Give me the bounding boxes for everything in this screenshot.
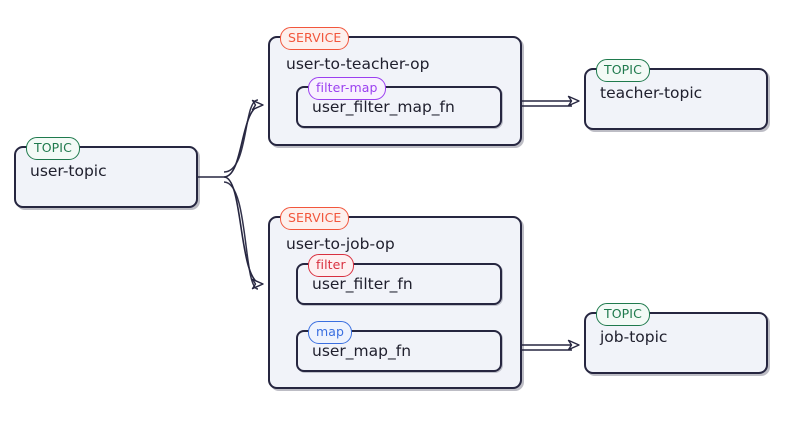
node-title: user_map_fn <box>312 342 412 360</box>
node-title: user-to-job-op <box>286 235 395 253</box>
node-job-topic[interactable]: TOPIC job-topic <box>584 303 768 374</box>
node-title: teacher-topic <box>600 84 703 102</box>
tag-service: SERVICE <box>280 27 350 50</box>
node-title: user-to-teacher-op <box>286 55 430 73</box>
node-title: job-topic <box>600 328 668 346</box>
tag-topic: TOPIC <box>596 59 650 82</box>
tag-topic: TOPIC <box>596 303 650 326</box>
tag-filter: filter <box>308 254 354 277</box>
edge-user-to-job-op-to-job-topic <box>522 339 580 351</box>
node-user-filter-fn[interactable]: filter user_filter_fn <box>296 254 502 305</box>
tag-topic: TOPIC <box>26 137 80 160</box>
tag-service: SERVICE <box>280 207 350 230</box>
edge-user-to-teacher-op-to-teacher-topic <box>522 95 580 107</box>
tag-map: map <box>308 321 353 344</box>
node-title: user_filter_fn <box>312 275 413 293</box>
node-title: user-topic <box>30 162 107 180</box>
tag-filter-map: filter-map <box>308 77 386 100</box>
node-title: user_filter_map_fn <box>312 98 455 116</box>
edge-user-topic-to-user-to-teacher-op <box>223 99 264 178</box>
edge-user-topic-to-user-to-job-op <box>223 176 264 290</box>
node-user-filter-map-fn[interactable]: filter-map user_filter_map_fn <box>296 77 502 128</box>
node-user-topic[interactable]: TOPIC user-topic <box>14 137 198 208</box>
node-teacher-topic[interactable]: TOPIC teacher-topic <box>584 59 768 130</box>
node-user-map-fn[interactable]: map user_map_fn <box>296 321 502 372</box>
